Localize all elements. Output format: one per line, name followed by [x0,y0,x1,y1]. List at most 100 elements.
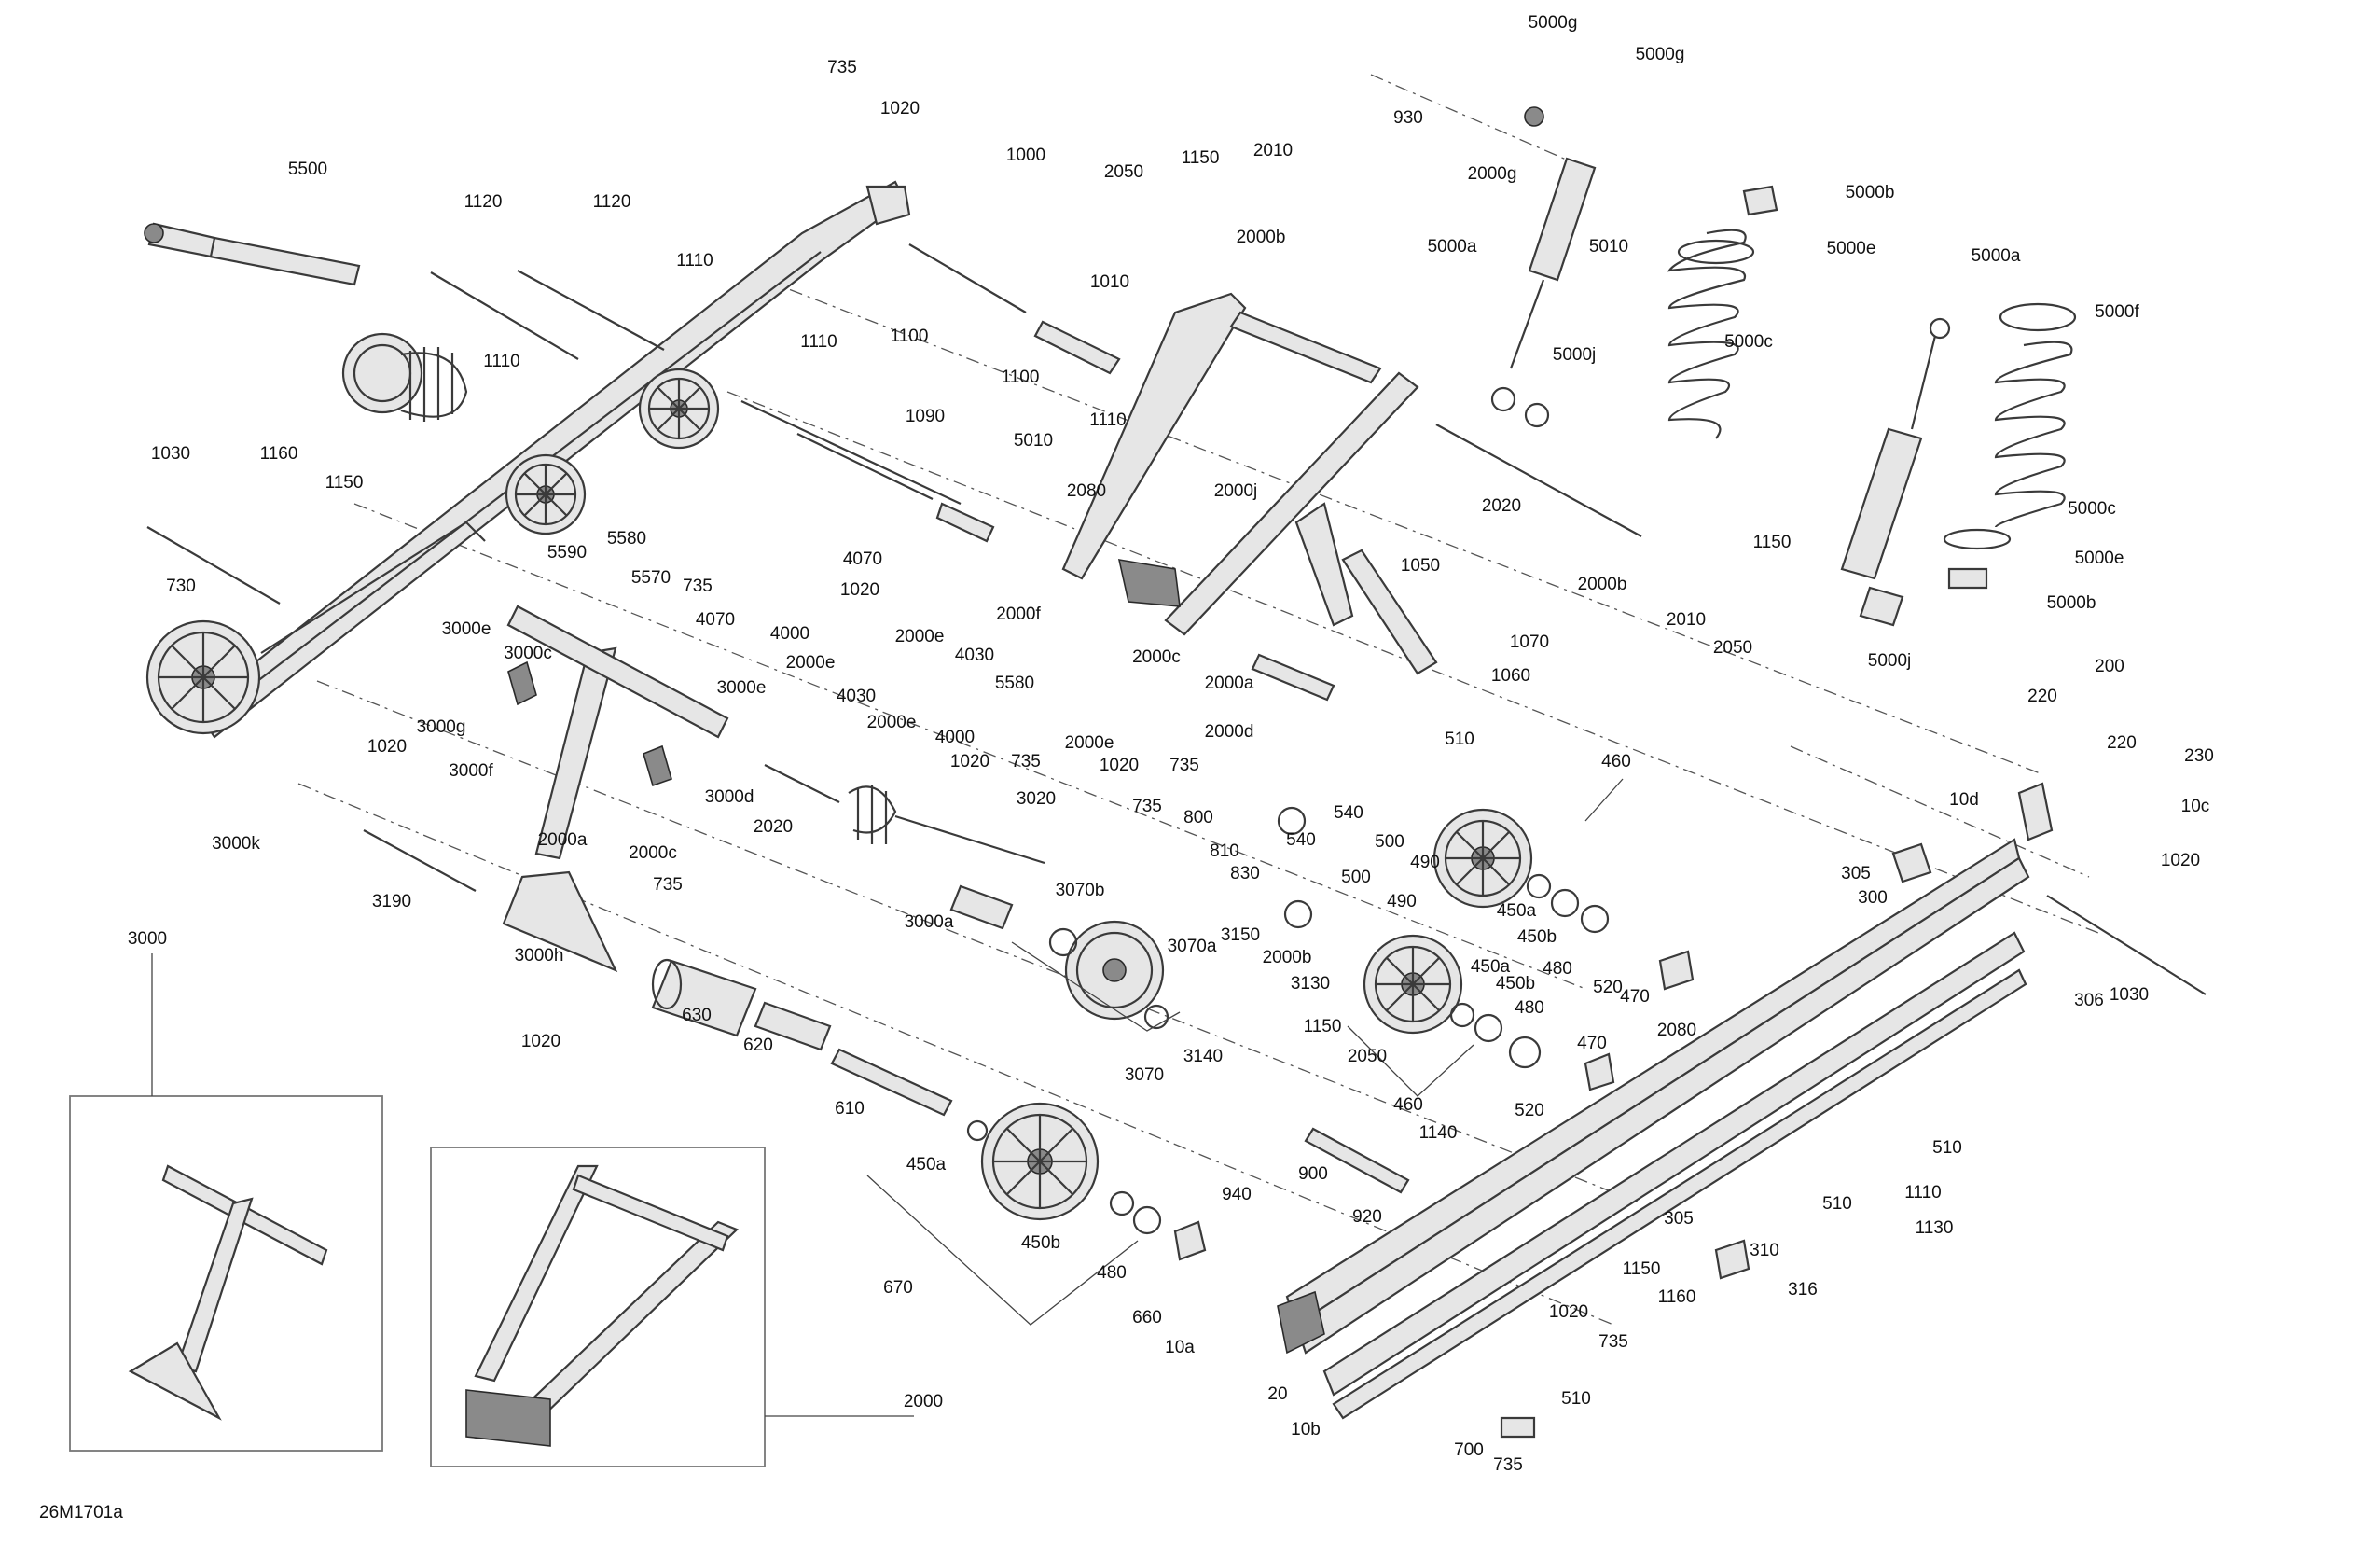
part-callout: 5000c [1724,332,1773,352]
part-callout: 2000a [538,830,588,850]
part-callout: 735 [1598,1332,1628,1352]
part-callout: 3000f [449,761,493,781]
spring-5000c-left [1667,185,1778,439]
part-callout: 3000 [128,929,167,949]
part-callout: 5000g [1636,45,1685,64]
assembly-axis-lines [298,74,2099,1326]
part-callout: 10a [1165,1338,1195,1357]
part-callout: 305 [1841,864,1871,883]
part-callout: 900 [1298,1164,1328,1184]
part-callout: 5570 [631,568,671,588]
part-callout: 5000a [1972,246,2021,266]
part-callout: 940 [1222,1185,1252,1204]
bearings-and-washers [966,806,1610,1235]
part-callout: 306 [2074,991,2104,1010]
part-callout: 510 [1561,1389,1591,1409]
torsion-spring-3020 [848,785,1045,865]
part-callout: 1030 [2110,985,2149,1005]
part-callout: 730 [166,577,196,596]
part-callout: 470 [1577,1034,1607,1053]
part-callout: 620 [743,1036,773,1055]
part-callout: 1110 [676,251,713,271]
spring-wheel-assembly [341,332,468,422]
part-callout: 310 [1750,1241,1779,1260]
part-callout: 2000e [786,653,836,673]
part-callout: 305 [1664,1209,1694,1229]
part-callout: 220 [2107,733,2137,753]
part-callout: 460 [1601,752,1631,772]
part-callout: 1120 [593,192,631,212]
part-callout: 5000a [1428,237,1477,257]
part-callout: 470 [1620,987,1650,1007]
inset-3000 [69,953,383,1452]
part-callout: 540 [1334,803,1363,823]
shock-5000-right [1840,317,1951,627]
part-callout: 2000e [1065,733,1114,753]
part-callout: 1020 [2161,851,2200,870]
part-callout: 1020 [1100,756,1139,775]
part-callout: 1030 [151,444,190,464]
part-callout: 2000a [1205,674,1254,693]
part-callout: 1020 [950,752,989,772]
part-callout: 450a [906,1155,947,1175]
shock-absorber-5500 [144,222,361,286]
part-callout: 830 [1230,864,1260,883]
a-arm-assembly-2000 [1061,292,1438,675]
part-callout: 2080 [1657,1021,1696,1040]
part-callout: 660 [1132,1308,1162,1328]
part-callout: 5580 [995,674,1034,693]
part-callout: 10d [1949,790,1979,810]
part-callout: 735 [653,875,683,895]
part-callout: 500 [1375,832,1404,852]
part-callout: 735 [1169,756,1199,775]
part-callout: 510 [1932,1138,1962,1158]
part-callout: 3070b [1056,881,1105,900]
part-callout: 735 [1011,752,1041,772]
part-callout: 500 [1341,868,1371,887]
part-callout: 930 [1393,108,1423,128]
wheel-upper-1 [505,453,587,535]
part-callout: 5000g [1529,13,1578,33]
part-callout: 1000 [1006,146,1045,165]
part-callout: 20 [1267,1384,1287,1404]
part-callout: 2050 [1713,638,1752,658]
part-callout: 4030 [837,687,876,706]
part-callout: 920 [1352,1207,1382,1227]
part-callout: 10c [2181,797,2210,816]
part-callout: 510 [1445,730,1474,749]
part-callout: 2000g [1468,164,1517,184]
part-callout: 2000e [895,627,945,646]
part-callout: 450b [1496,974,1535,994]
group-brackets [866,778,1624,1326]
part-callout: 2020 [754,817,793,837]
part-callout: 1010 [1090,272,1129,292]
part-callout: 1070 [1510,632,1549,652]
part-callout: 520 [1593,978,1623,997]
part-callout: 520 [1515,1101,1544,1120]
part-callout: 1140 [1419,1123,1458,1143]
part-callout: 2000b [1237,228,1286,247]
part-callout: 5000b [2047,593,2096,613]
part-callout: 1110 [483,352,519,371]
part-callout: 3000a [905,912,954,932]
part-callout: 810 [1210,841,1239,861]
part-callout: 3190 [372,892,411,911]
part-callout: 2000c [1132,647,1181,667]
part-callout: 1110 [1089,410,1126,430]
part-callout: 2020 [1482,496,1521,516]
wheel-460-lower [1363,934,1463,1035]
part-callout: 5000j [1868,651,1912,671]
part-callout: 735 [1132,797,1162,816]
part-callout: 3000e [717,678,767,698]
part-callout: 3000c [504,644,552,663]
part-callout: 2080 [1067,481,1106,501]
part-callout: 5500 [288,160,327,179]
part-callout: 5590 [547,543,587,563]
part-callout: 450a [1471,957,1511,977]
part-callout: 1150 [1753,533,1792,552]
part-callout: 2000j [1214,481,1258,501]
lower-main-rail [1277,838,2030,1420]
part-callout: 735 [827,58,857,77]
